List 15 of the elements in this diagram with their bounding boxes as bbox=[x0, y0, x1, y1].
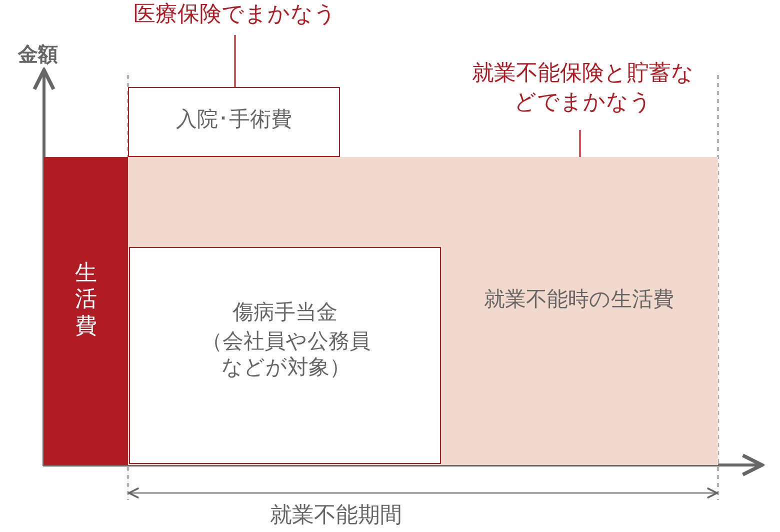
leader-line bbox=[234, 35, 236, 87]
callout-text: 医療保険でまかなう bbox=[132, 2, 338, 28]
axis-label: 金額 bbox=[18, 42, 58, 66]
living-cost-bar bbox=[44, 157, 128, 465]
dimension-label: 就業不能期間 bbox=[270, 503, 402, 530]
vertical-label: 生活費 bbox=[75, 261, 97, 340]
box-label: 入院･手術費 bbox=[175, 107, 293, 132]
area-label: 就業不能時の生活費 bbox=[483, 287, 675, 312]
box-heading: 傷病手当金 bbox=[232, 300, 338, 326]
living-cost-area bbox=[128, 157, 718, 465]
box-note: （会社員や公務員などが対象） bbox=[200, 328, 372, 380]
hospital-cost-box bbox=[128, 87, 340, 157]
leader-line bbox=[579, 130, 581, 157]
callout-text: 就業不能保険と貯蓄などでまかなう bbox=[471, 60, 695, 117]
sickness-allowance-box bbox=[129, 247, 441, 464]
